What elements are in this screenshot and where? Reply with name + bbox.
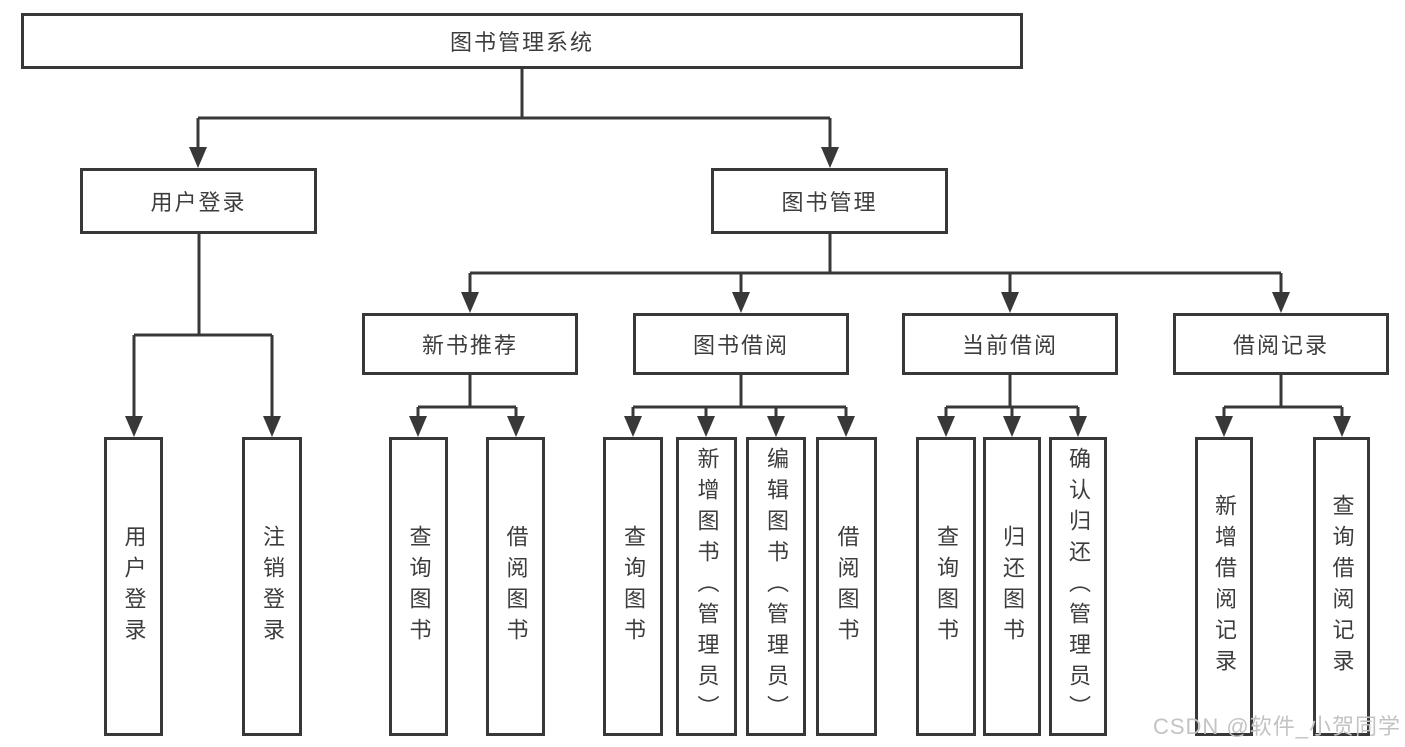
leaf-logout-label: 注销登录 bbox=[260, 524, 285, 649]
leaf-book-borrow-borrow-label: 借阅图书 bbox=[834, 524, 860, 649]
csdn-watermark: CSDN @软件_小贺同学 bbox=[1152, 714, 1401, 739]
node-user-login: 用户登录 bbox=[80, 168, 317, 234]
leaf-borrow-records-query-label: 查询借阅记录 bbox=[1329, 493, 1355, 680]
node-current-borrow: 当前借阅 bbox=[902, 313, 1118, 375]
arrowhead-icon bbox=[1215, 416, 1233, 437]
node-root-system: 图书管理系统 bbox=[21, 13, 1023, 69]
leaf-book-borrow-edit-admin: 编辑图书（管理员） bbox=[746, 437, 806, 736]
leaf-current-borrow-query: 查询图书 bbox=[916, 437, 976, 736]
arrowhead-icon bbox=[1272, 292, 1290, 313]
leaf-logout: 注销登录 bbox=[242, 437, 302, 736]
leaf-book-borrow-add-admin-label: 新增图书（管理员） bbox=[694, 447, 720, 726]
tree-edges bbox=[132, 69, 1344, 419]
arrowhead-icon bbox=[1001, 292, 1019, 313]
leaf-book-borrow-query: 查询图书 bbox=[603, 437, 663, 736]
arrowhead-icon bbox=[837, 416, 855, 437]
leaf-user-login: 用户登录 bbox=[104, 437, 163, 736]
edge-new-books-to-leaves bbox=[416, 375, 518, 419]
leaf-current-borrow-return: 归还图书 bbox=[983, 437, 1041, 736]
arrowhead-icon bbox=[1069, 416, 1087, 437]
arrowhead-icon bbox=[937, 416, 955, 437]
leaf-new-books-borrow-label: 借阅图书 bbox=[503, 524, 529, 649]
leaf-new-books-borrow: 借阅图书 bbox=[486, 437, 545, 736]
edge-borrow-records-to-leaves bbox=[1222, 375, 1344, 419]
node-book-management: 图书管理 bbox=[711, 168, 948, 234]
leaf-borrow-records-add: 新增借阅记录 bbox=[1195, 437, 1253, 736]
arrowhead-icon bbox=[732, 292, 750, 313]
leaf-book-borrow-query-label: 查询图书 bbox=[621, 524, 646, 649]
leaf-current-borrow-confirm-admin: 确认归还（管理员） bbox=[1049, 437, 1107, 736]
edge-book-borrow-to-leaves bbox=[631, 375, 848, 419]
leaf-user-login-label: 用户登录 bbox=[121, 524, 147, 649]
edge-book-mgmt-to-level3 bbox=[468, 234, 1283, 295]
arrowhead-icon bbox=[697, 416, 715, 437]
arrowhead-icon bbox=[1003, 416, 1021, 437]
arrowhead-icon bbox=[767, 416, 785, 437]
arrowhead-icon bbox=[821, 147, 839, 168]
leaf-book-borrow-edit-admin-label: 编辑图书（管理员） bbox=[764, 447, 789, 726]
leaf-borrow-records-query: 查询借阅记录 bbox=[1313, 437, 1370, 736]
arrowhead-icons bbox=[125, 147, 1351, 437]
arrowhead-icon bbox=[1333, 416, 1351, 437]
arrowhead-icon bbox=[461, 292, 479, 313]
edge-root-to-level2 bbox=[196, 69, 832, 150]
leaf-current-borrow-confirm-admin-label: 确认归还（管理员） bbox=[1066, 447, 1091, 726]
arrowhead-icon bbox=[624, 416, 642, 437]
node-borrow-records: 借阅记录 bbox=[1173, 313, 1389, 375]
node-new-book-recommend: 新书推荐 bbox=[362, 313, 578, 375]
edge-current-borrow-to-leaves bbox=[944, 375, 1080, 419]
arrowhead-icon bbox=[189, 147, 207, 168]
arrowhead-icon bbox=[125, 416, 143, 437]
leaf-new-books-query: 查询图书 bbox=[389, 437, 448, 736]
leaf-new-books-query-label: 查询图书 bbox=[406, 524, 432, 649]
leaf-current-borrow-query-label: 查询图书 bbox=[934, 524, 959, 649]
edge-user-login-to-leaves bbox=[132, 234, 274, 419]
arrowhead-icon bbox=[263, 416, 281, 437]
arrowhead-icon bbox=[409, 416, 427, 437]
node-book-borrow: 图书借阅 bbox=[633, 313, 849, 375]
arrowhead-icon bbox=[507, 416, 525, 437]
leaf-borrow-records-add-label: 新增借阅记录 bbox=[1212, 493, 1237, 680]
leaf-book-borrow-borrow: 借阅图书 bbox=[816, 437, 877, 736]
leaf-book-borrow-add-admin: 新增图书（管理员） bbox=[676, 437, 737, 736]
leaf-current-borrow-return-label: 归还图书 bbox=[1000, 524, 1025, 649]
